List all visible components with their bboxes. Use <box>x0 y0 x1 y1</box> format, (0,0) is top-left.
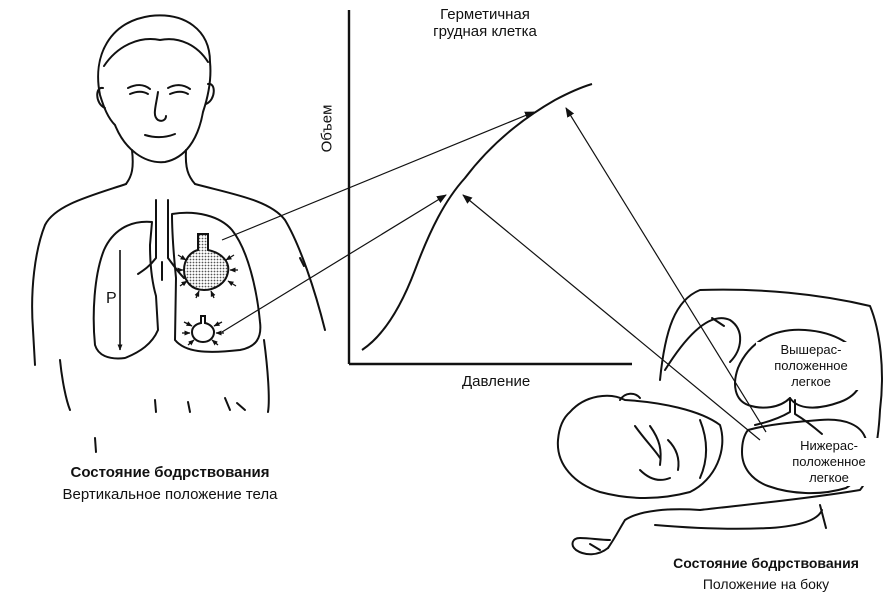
arrow-lower-lung-to-curve <box>462 194 761 441</box>
head-outline <box>97 14 212 164</box>
mapping-arrows <box>221 107 767 441</box>
alveolus-large-compression-arrows <box>176 254 238 299</box>
lower-lung-label-line3: легкое <box>809 470 849 485</box>
upper-lung-label: Вышерас- положенное легкое <box>756 342 866 390</box>
lateral-torso-outline <box>659 288 883 511</box>
lower-lung-label: Нижерас- положенное легкое <box>774 438 884 486</box>
right-lung <box>92 220 159 360</box>
alveolus-small <box>190 315 216 344</box>
arrow-large-alveolus-to-curve <box>221 111 535 241</box>
upright-caption-line2: Вертикальное положение тела <box>62 486 278 503</box>
lateral-caption-line1: Состояние бодрствования <box>673 555 859 571</box>
x-axis-label: Давление <box>462 373 531 390</box>
torso-outline <box>31 183 127 366</box>
upper-lung <box>734 328 865 409</box>
lateral-head-outline <box>556 394 724 499</box>
upright-caption-line1: Состояние бодрствования <box>70 464 270 481</box>
chart-title-line2: грудная клетка <box>433 23 537 40</box>
alveolus-small-compression-arrows <box>182 321 224 346</box>
upright-figure <box>31 14 326 453</box>
upper-lung-label-line2: положенное <box>774 358 848 373</box>
lateral-caption-line2: Положение на боку <box>702 576 830 592</box>
alveolus-large <box>182 233 230 292</box>
y-axis-label: Объем <box>318 104 336 153</box>
arrow-small-alveolus-to-curve <box>221 194 447 333</box>
chart-title-line1: Герметичная <box>440 6 530 23</box>
lower-lung-label-line2: положенное <box>792 454 866 469</box>
pv-curve <box>361 83 593 351</box>
lower-lung-label-line1: Нижерас- <box>800 438 858 453</box>
pressure-volume-chart <box>347 10 632 366</box>
pressure-label: P <box>106 290 117 307</box>
upper-lung-label-line3: легкое <box>791 374 831 389</box>
left-lung <box>171 211 262 353</box>
upper-lung-label-line1: Вышерас- <box>780 342 842 357</box>
hair-line <box>103 38 209 67</box>
lateral-figure <box>556 288 883 556</box>
arrow-upper-lung-to-curve <box>565 107 767 433</box>
chart-title: Герметичная грудная клетка <box>395 6 575 40</box>
lower-lung <box>741 418 868 495</box>
